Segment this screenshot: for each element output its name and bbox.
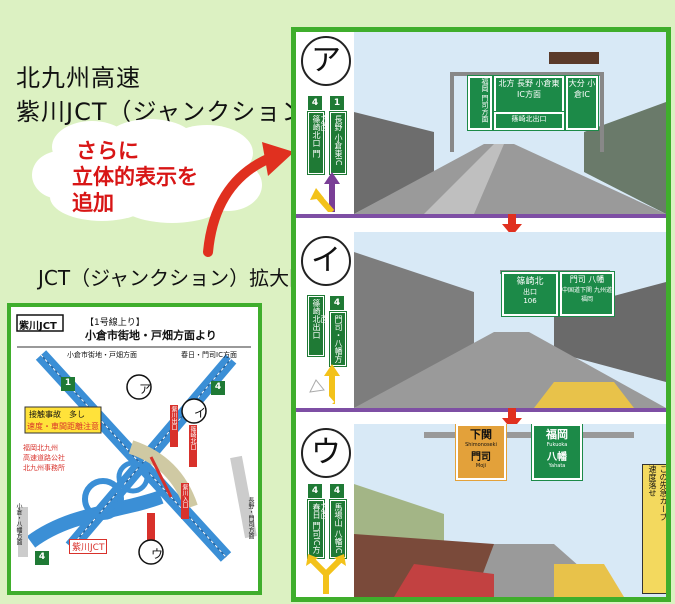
- panel-u-route-a: 4: [308, 484, 322, 498]
- map-marker-a: ア: [139, 382, 152, 396]
- panel-u-gantry-right: 福岡 Fukuoka 八幡 Yahata: [531, 424, 583, 481]
- panel-u-gantry-left2-en: Moji: [475, 463, 487, 469]
- callout-line1: さらに: [76, 139, 139, 163]
- panel-u-gantry-left-name: 下関: [470, 428, 492, 441]
- panel-i-gantry-right-name: 門司 八幡: [569, 275, 605, 284]
- panel-a-gantry-mid: 北方 長野 小倉東IC方面: [493, 75, 565, 115]
- route4-marker-bottom: 4: [38, 552, 46, 562]
- panel-i-sign-a: 篠崎北出口: [307, 295, 325, 357]
- panel-u-gantry-left2: 門司: [471, 452, 491, 463]
- callout-line3: 追加: [72, 191, 114, 215]
- jct-badge: 紫川JCT: [19, 321, 57, 332]
- junction-map-drawing: [16, 314, 257, 565]
- lane-arrow-icon: [306, 554, 346, 594]
- map-heading: 小倉市街地・戸畑方面より: [85, 329, 217, 342]
- panel-i-gantry-left: 篠崎北 出口 106: [501, 271, 559, 317]
- divider: [296, 214, 666, 218]
- map-marker-u: ウ: [151, 547, 164, 561]
- map-exit1: 紫川出口: [170, 406, 177, 430]
- panel-a-sign-a: 篠崎北口 門司・八幡方面: [298, 111, 325, 175]
- panel-i-sign-b: 門司・八幡方面: [320, 311, 347, 367]
- divider: [296, 408, 666, 412]
- cloud-shape: [32, 119, 262, 223]
- panel-i-gantry-left-sub: 出口: [523, 288, 537, 296]
- route4-marker: 4: [214, 382, 222, 392]
- map-place-right: 春日・門司IC方面: [181, 351, 237, 359]
- panel-a-gantry-sub: 篠崎北出口: [493, 111, 565, 131]
- caution-line1: 接触事故 多し: [29, 410, 85, 419]
- panel-u-kana: ウ: [301, 428, 351, 478]
- page-title-line2: 紫川JCT（ジャンクション）: [16, 98, 332, 126]
- panel-i-gantry-right: 門司 八幡 中国道下関 九州道福岡: [559, 271, 615, 317]
- lane-arrow-icon: [309, 364, 340, 404]
- callout-line2: 立体的表示を: [72, 165, 198, 189]
- jct-label: 紫川JCT: [69, 539, 108, 554]
- caution-line2: 速度・車間距離注意!: [27, 422, 103, 431]
- panel-i-road-drawing: [354, 232, 666, 408]
- panel-a-route-b: 1: [330, 96, 344, 110]
- route1-marker: 1: [64, 378, 72, 388]
- panel-i-gantry-right-sub: 中国道下関 九州道福岡: [562, 287, 612, 303]
- panel-u-sign-b: 馬場山 八幡IC方面: [320, 499, 347, 559]
- panel-a-sign-b: 長野 小倉東IC方面: [320, 111, 347, 175]
- map-place-left: 小倉市街地・戸畑方面: [67, 351, 137, 359]
- panel-a-kana: ア: [301, 36, 351, 86]
- panel-u-gantry-right2-en: Yahata: [548, 463, 566, 469]
- panel-i-gantry-left-name: 篠崎北: [516, 277, 544, 287]
- panel-a: ア 4 1 篠崎北口 門司・八幡方面 長野 小倉東IC方面: [296, 32, 666, 214]
- lane-arrow-icon: [310, 172, 340, 212]
- panel-u-road-drawing: [354, 424, 666, 597]
- page-title-line1: 北九州高速: [16, 64, 141, 92]
- enlarged-label: JCT（ジャンクション）拡大図: [38, 266, 310, 290]
- company-line2: 高速道路公社: [23, 454, 65, 462]
- panel-u-route-b: 4: [330, 484, 344, 498]
- map-heading-top: 【1号線上り】: [85, 318, 145, 328]
- panel-u: ウ 4 4 春日 門司IC方面 馬場山 八幡IC方面: [296, 424, 666, 597]
- down-arrow-icon: [502, 214, 522, 236]
- panel-i-scene: 篠崎北 出口 106 門司 八幡 中国道下関 九州道福岡: [354, 232, 666, 408]
- map-side-left: 小倉・八幡方面: [15, 503, 22, 545]
- panel-i-kana: イ: [301, 236, 351, 286]
- company-line3: 北九州事務所: [23, 464, 65, 472]
- panel-u-gantry-right-name: 福岡: [546, 428, 568, 441]
- map-exit3: 紫川入口: [181, 484, 188, 508]
- panel-u-gantry-left: 下関 Shimonoseki 門司 Moji: [455, 424, 507, 481]
- panel-u-gantry-right-en: Fukuoka: [546, 442, 568, 448]
- panel-a-route-a: 4: [308, 96, 322, 110]
- company-line1: 福岡北九州: [23, 444, 58, 452]
- curve-warning-line2: 速度落せ: [648, 465, 657, 497]
- view-panels: ア 4 1 篠崎北口 門司・八幡方面 長野 小倉東IC方面: [291, 27, 671, 602]
- panel-u-gantry-right2: 八幡: [547, 452, 567, 463]
- panel-u-scene: 下関 Shimonoseki 門司 Moji 福岡 Fukuoka 八幡 Yah…: [354, 424, 666, 597]
- map-marker-i: イ: [194, 406, 207, 420]
- junction-map: 紫川JCT 【1号線上り】 小倉市街地・戸畑方面より 小倉市街地・戸畑方面 春日…: [7, 303, 262, 595]
- panel-i-route-b: 4: [330, 296, 344, 310]
- map-side-right: 長野・門司方面: [247, 497, 254, 539]
- panel-i: イ 篠崎北出口 4 門司・八幡方面 篠崎北 出口: [296, 232, 666, 408]
- curve-warning-sign: この先急カーブ 速度落せ: [642, 464, 666, 594]
- panel-a-gantry-right: 大分 小倉IC: [565, 75, 599, 131]
- curve-warning-line1: この先急カーブ: [659, 465, 666, 521]
- curved-arrow-icon: [203, 142, 294, 257]
- panel-u-gantry-left-en: Shimonoseki: [465, 442, 497, 448]
- panel-i-gantry-left-num: 106: [523, 297, 537, 305]
- map-exit2: 篠崎北口: [189, 426, 196, 450]
- panel-a-scene: 福岡 門司方面 北方 長野 小倉東IC方面 篠崎北出口 大分 小倉IC: [354, 32, 666, 214]
- panel-a-gantry-left: 福岡 門司方面: [467, 75, 493, 131]
- callout-cloud: さらに 立体的表示を 追加: [32, 117, 262, 225]
